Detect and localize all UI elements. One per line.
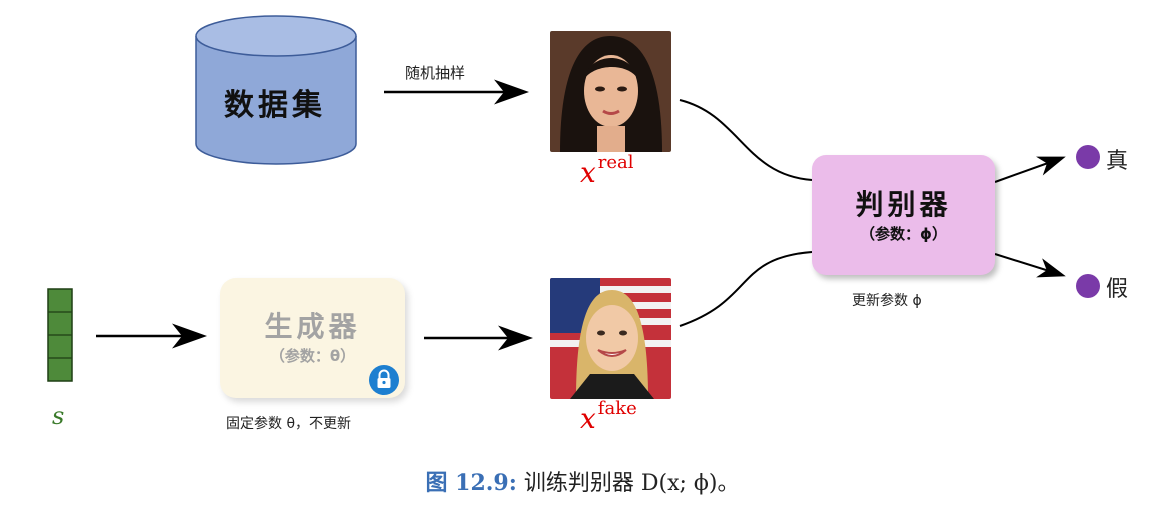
fake-output-label: 假 [1106, 277, 1129, 302]
generator-title: 生成器 [264, 310, 361, 343]
figure-number: 图 12.9: [425, 470, 517, 496]
dataset-cylinder [195, 15, 357, 165]
figure-caption: 图 12.9: 训练判别器 D(x; ϕ)。 [0, 465, 1165, 497]
discriminator-box [812, 155, 995, 275]
disc-to-fake-arrow [994, 253, 1066, 278]
fake-sample-image [550, 278, 671, 399]
fake-to-discriminator-curve [679, 251, 813, 327]
generator-note: 固定参数 θ，不更新 [226, 416, 352, 432]
discriminator-note: 更新参数 ϕ [852, 293, 922, 309]
lock-icon [369, 365, 399, 395]
noise-var: s [52, 402, 65, 430]
discriminator-title: 判别器 [855, 188, 952, 221]
generator-param: （参数：θ） [269, 347, 356, 365]
real-to-discriminator-curve [679, 99, 813, 181]
real-sample-image [550, 31, 671, 152]
sampling-label: 随机抽样 [405, 64, 466, 82]
fake-output-dot [1076, 274, 1100, 298]
disc-to-real-arrow [994, 156, 1066, 183]
real-output-label: 真 [1106, 149, 1129, 174]
noise-vector [47, 288, 73, 382]
dataset-label: 数据集 [224, 88, 326, 123]
figure-caption-text: 训练判别器 D(x; ϕ)。 [523, 471, 740, 496]
real-output-dot [1076, 145, 1100, 169]
discriminator-param: （参数：ϕ） [860, 225, 947, 243]
